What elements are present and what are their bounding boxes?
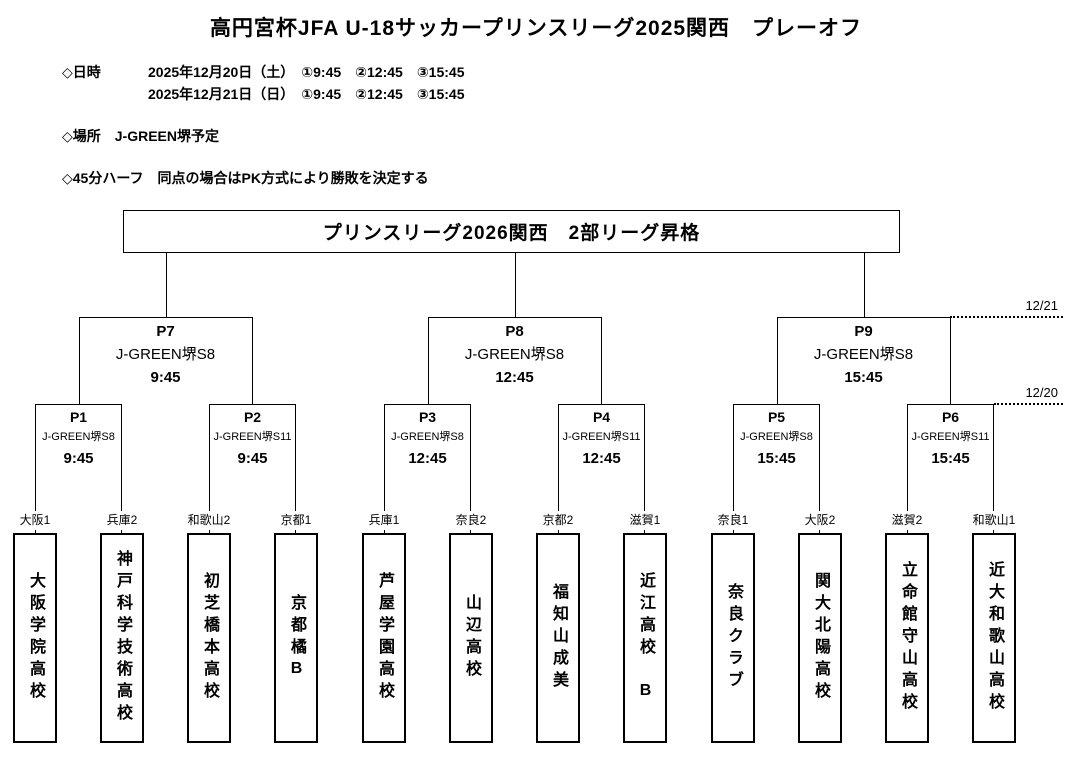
datetime-line-2: 2025年12月21日（日） ①9:45 ②12:45 ③15:45 [148,86,465,102]
team-box-3: 初芝橋本高校 [187,533,231,743]
seed-label-3: 和歌山2 [184,511,234,530]
date-marker-1221: 12/21 [1025,298,1058,313]
seed-label-4: 京都1 [277,511,315,530]
team-name-7: 福知山成美 [550,583,567,693]
date-marker-1220: 12/20 [1025,385,1058,400]
team-box-5: 芦屋学園高校 [362,533,406,743]
seed-label-11: 滋賀2 [888,511,926,530]
seed-label-6: 奈良2 [452,511,490,530]
match-p8-venue: J-GREEN堺S8 [464,346,565,363]
team-box-4: 京都橘B [274,533,318,743]
match-p4-venue: J-GREEN堺S11 [562,431,641,443]
team-box-2: 神戸科学技術高校 [100,533,144,743]
team-box-8: 近江高校 B [623,533,667,743]
date-separator-line-1220 [994,403,1063,405]
match-p2-time: 9:45 [237,450,268,467]
page-title: 高円宮杯JFA U-18サッカープリンスリーグ2025関西 プレーオフ [209,17,863,40]
match-p7-time: 9:45 [150,369,181,386]
match-p5-venue: J-GREEN堺S8 [740,431,813,443]
match-p4-time: 12:45 [582,450,621,467]
seed-label-9: 奈良1 [714,511,752,530]
match-p6-time: 15:45 [931,450,970,467]
match-p7-venue: J-GREEN堺S8 [115,346,216,363]
seed-label-12: 和歌山1 [969,511,1019,530]
rule-line: ◇45分ハーフ 同点の場合はPK方式により勝敗を決定する [62,170,429,186]
match-p1-time: 9:45 [63,450,94,467]
match-p1-code: P1 [69,409,88,425]
match-p8-time: 12:45 [495,369,534,386]
match-p6-code: P6 [941,409,960,425]
match-p8-code: P8 [505,323,524,340]
team-name-4: 京都橘B [288,593,305,683]
match-p3-time: 12:45 [408,450,447,467]
match-p9-code: P9 [854,323,873,340]
team-name-12: 近大和歌山高校 [986,561,1003,715]
match-p3-code: P3 [418,409,437,425]
match-p5-code: P5 [767,409,786,425]
promotion-box: プリンスリーグ2026関西 2部リーグ昇格 [123,210,900,253]
team-name-11: 立命館守山高校 [899,561,916,715]
match-p6-venue: J-GREEN堺S11 [911,431,990,443]
match-p9-venue: J-GREEN堺S8 [813,346,914,363]
team-name-8: 近江高校 B [637,571,654,705]
team-name-5: 芦屋学園高校 [376,572,393,704]
team-box-12: 近大和歌山高校 [972,533,1016,743]
venue-line: ◇場所 J-GREEN堺予定 [62,128,220,144]
seed-label-1: 大阪1 [16,511,54,530]
connector-final-p8 [514,253,516,317]
team-box-9: 奈良クラブ [711,533,755,743]
team-name-6: 山辺高校 [463,594,480,682]
match-p4-code: P4 [592,409,611,425]
team-name-9: 奈良クラブ [725,583,742,693]
promotion-label: プリンスリーグ2026関西 2部リーグ昇格 [322,223,701,244]
team-name-2: 神戸科学技術高校 [114,550,131,726]
match-p2-code: P2 [243,409,262,425]
seed-label-7: 京都2 [539,511,577,530]
match-p3-venue: J-GREEN堺S8 [391,431,464,443]
team-box-1: 大阪学院高校 [13,533,57,743]
seed-label-2: 兵庫2 [103,511,141,530]
match-p5-time: 15:45 [757,450,796,467]
datetime-lines: 2025年12月20日（土） ①9:45 ②12:45 ③15:45 2025年… [148,61,464,105]
connector-final-p9 [863,253,865,317]
datetime-label: ◇日時 [62,64,101,80]
seed-label-10: 大阪2 [801,511,839,530]
team-box-7: 福知山成美 [536,533,580,743]
match-p1-venue: J-GREEN堺S8 [42,431,115,443]
team-box-10: 関大北陽高校 [798,533,842,743]
seed-label-8: 滋賀1 [626,511,664,530]
team-box-11: 立命館守山高校 [885,533,929,743]
team-name-1: 大阪学院高校 [27,572,44,704]
datetime-line-1: 2025年12月20日（土） ①9:45 ②12:45 ③15:45 [148,64,465,80]
team-box-6: 山辺高校 [449,533,493,743]
match-p9-time: 15:45 [844,369,883,386]
seed-label-5: 兵庫1 [365,511,403,530]
match-p2-venue: J-GREEN堺S11 [213,431,292,443]
date-separator-line-1221 [950,316,1063,318]
connector-final-p7 [165,253,167,317]
team-name-3: 初芝橋本高校 [201,572,218,704]
team-name-10: 関大北陽高校 [812,572,829,704]
match-p7-code: P7 [156,323,175,340]
